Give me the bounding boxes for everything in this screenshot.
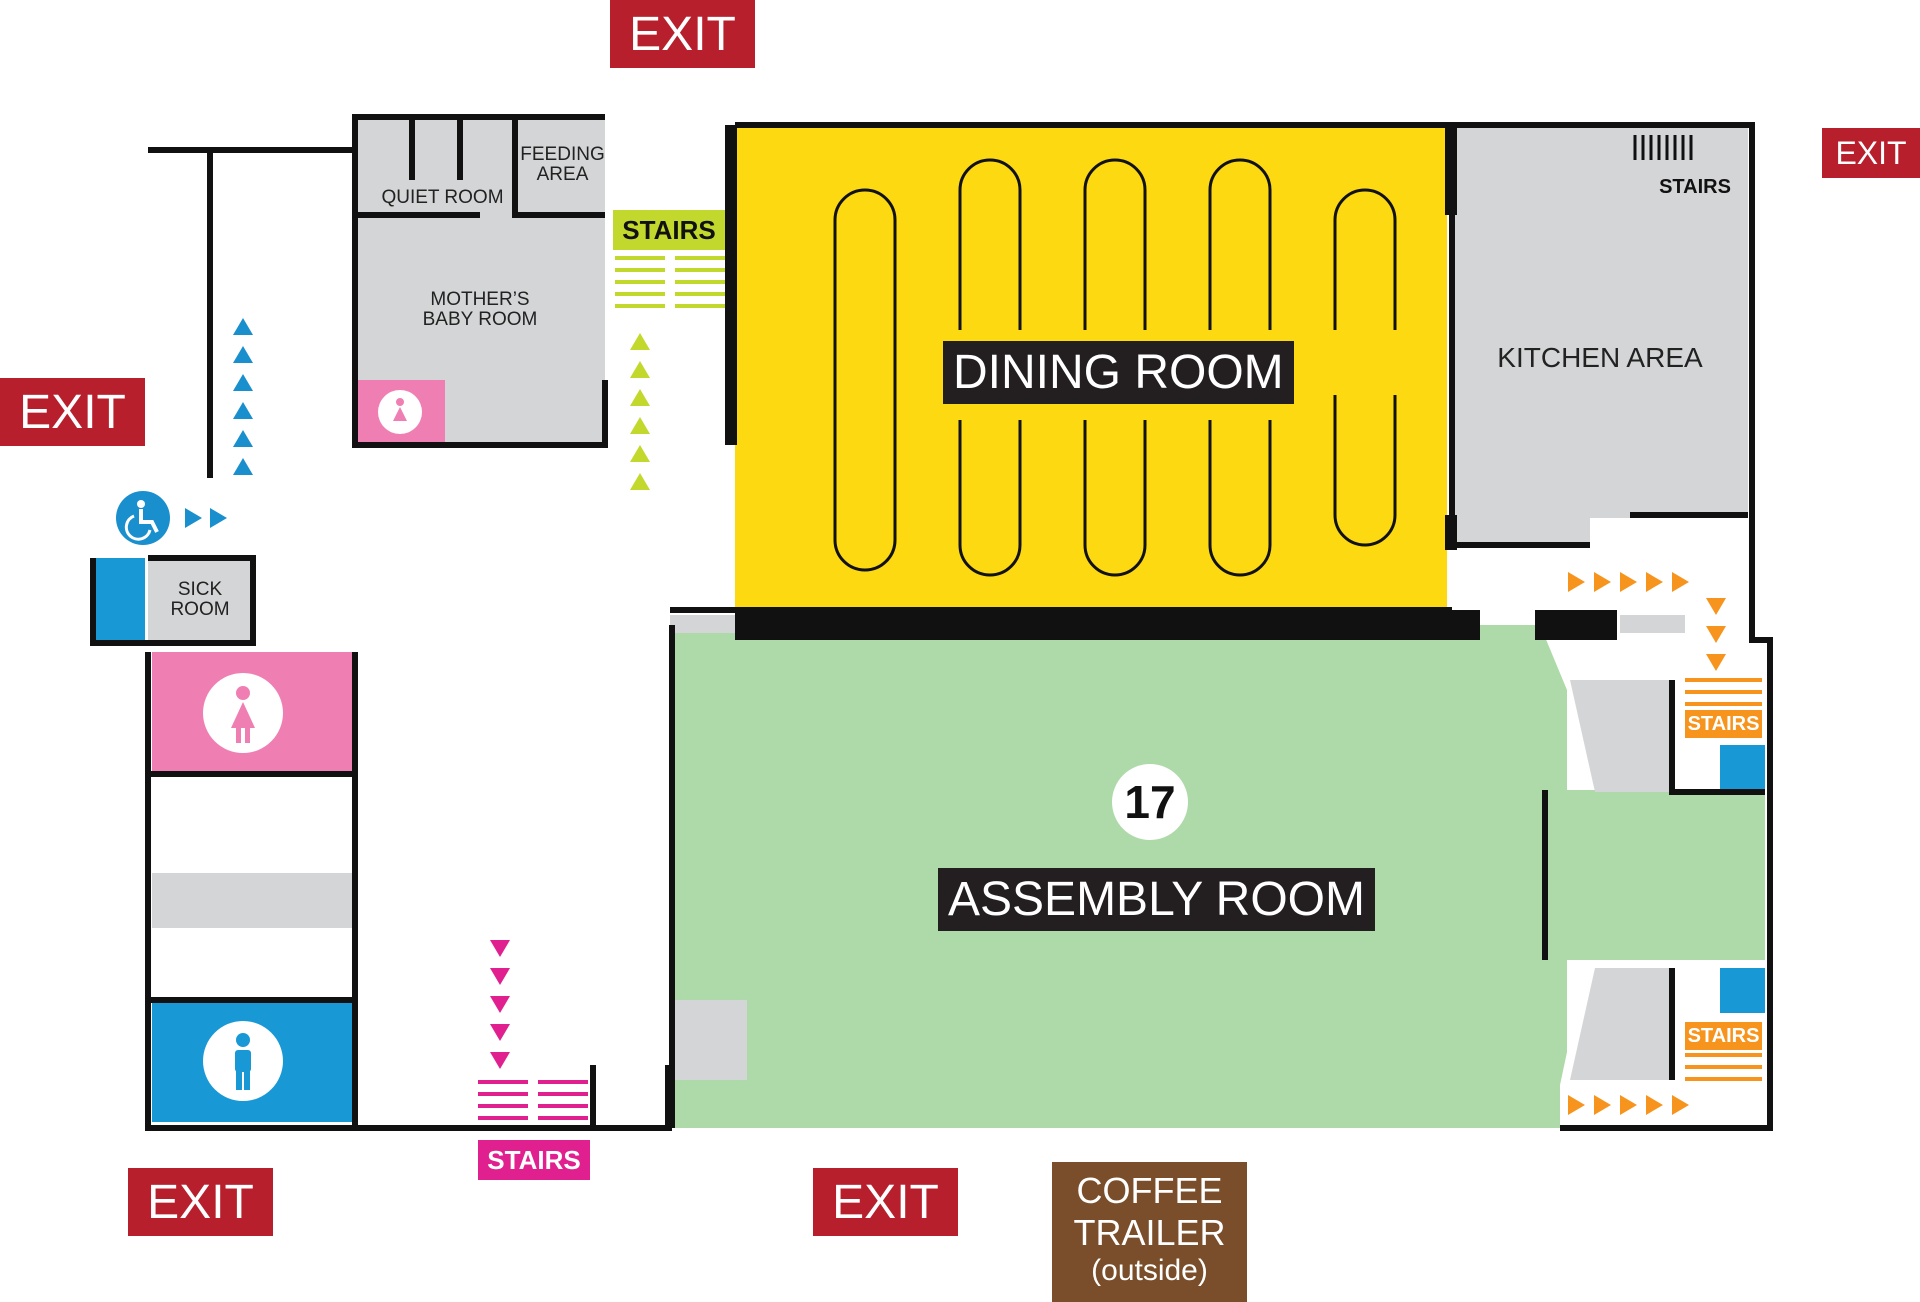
- mothers-line2: BABY ROOM: [422, 308, 538, 330]
- nursing-restroom-icon: [378, 390, 422, 434]
- womens-restroom-icon: [203, 673, 283, 753]
- feeding-area-line1: FEEDING: [520, 144, 605, 165]
- coffee-line1: COFFEE: [1076, 1170, 1223, 1211]
- direction-arrow-icon: [185, 318, 253, 528]
- stairs-green-steps: [615, 256, 725, 308]
- utility-room: [152, 873, 357, 928]
- coffee-trailer-sign: COFFEE TRAILER (outside): [1052, 1162, 1247, 1302]
- stairs-magenta-label: STAIRS: [478, 1140, 590, 1180]
- stairs-green-label: STAIRS: [613, 210, 725, 250]
- coffee-line3: (outside): [1091, 1254, 1208, 1287]
- direction-arrow-icon: [1568, 572, 1726, 1115]
- stairs-orange-upper-label: STAIRS: [1685, 710, 1762, 738]
- stairs-kitchen-label: STAIRS: [1659, 175, 1731, 198]
- kitchen-area-label: KITCHEN AREA: [1497, 342, 1703, 373]
- exit-sign-left: EXIT: [0, 378, 145, 446]
- direction-arrow-icon: [490, 940, 510, 1069]
- assembly-room-label: ASSEMBLY ROOM: [938, 868, 1375, 931]
- dining-ledge-gray: [670, 615, 735, 633]
- assembly-storage: [672, 1000, 747, 1080]
- feeding-area-label: FEEDING AREA: [515, 145, 610, 185]
- exit-sign-right: EXIT: [1822, 128, 1920, 178]
- mens-restroom-icon: [203, 1021, 283, 1101]
- accessible-icon: [116, 491, 170, 545]
- stage-blue-lower: [1720, 968, 1765, 1013]
- dining-tables: [833, 158, 1397, 577]
- stairs-orange-lower-label: STAIRS: [1685, 1022, 1762, 1050]
- sick-line2: ROOM: [170, 598, 230, 620]
- sick-room-blue-block: [93, 558, 145, 643]
- stage-blue-upper: [1720, 745, 1765, 790]
- exit-sign-bottom-left: EXIT: [128, 1168, 273, 1236]
- kitchen-ledge-gray: [1620, 615, 1685, 633]
- walls: [90, 114, 1773, 1131]
- exit-sign-bottom-right: EXIT: [813, 1168, 958, 1236]
- kitchen-area: [1452, 128, 1748, 545]
- dining-room-label: DINING ROOM: [943, 341, 1294, 404]
- exit-sign-top: EXIT: [610, 0, 755, 68]
- assembly-stage-area: [1545, 790, 1765, 960]
- stairs-magenta-steps: [478, 1080, 588, 1120]
- mothers-line1: MOTHER’S: [430, 289, 530, 310]
- sick-room-label: SICK ROOM: [150, 580, 250, 620]
- coffee-line2: TRAILER: [1073, 1212, 1226, 1253]
- stage-wing-lower: [1570, 968, 1672, 1080]
- stage-wing-upper: [1570, 680, 1672, 792]
- stairs-kitchen-steps: [1633, 135, 1693, 160]
- stairs-orange-steps: [1685, 678, 1762, 1081]
- feeding-area-line2: AREA: [536, 163, 589, 185]
- quiet-room-label: QUIET ROOM: [381, 187, 504, 208]
- thick-walls: [590, 125, 1617, 1130]
- direction-arrow-icon: [630, 333, 650, 490]
- assembly-room-number: 17: [1112, 764, 1188, 840]
- sick-line1: SICK: [177, 579, 223, 600]
- mothers-baby-room-label: MOTHER’S BABY ROOM: [410, 290, 550, 330]
- sick-room-area: [148, 558, 253, 643]
